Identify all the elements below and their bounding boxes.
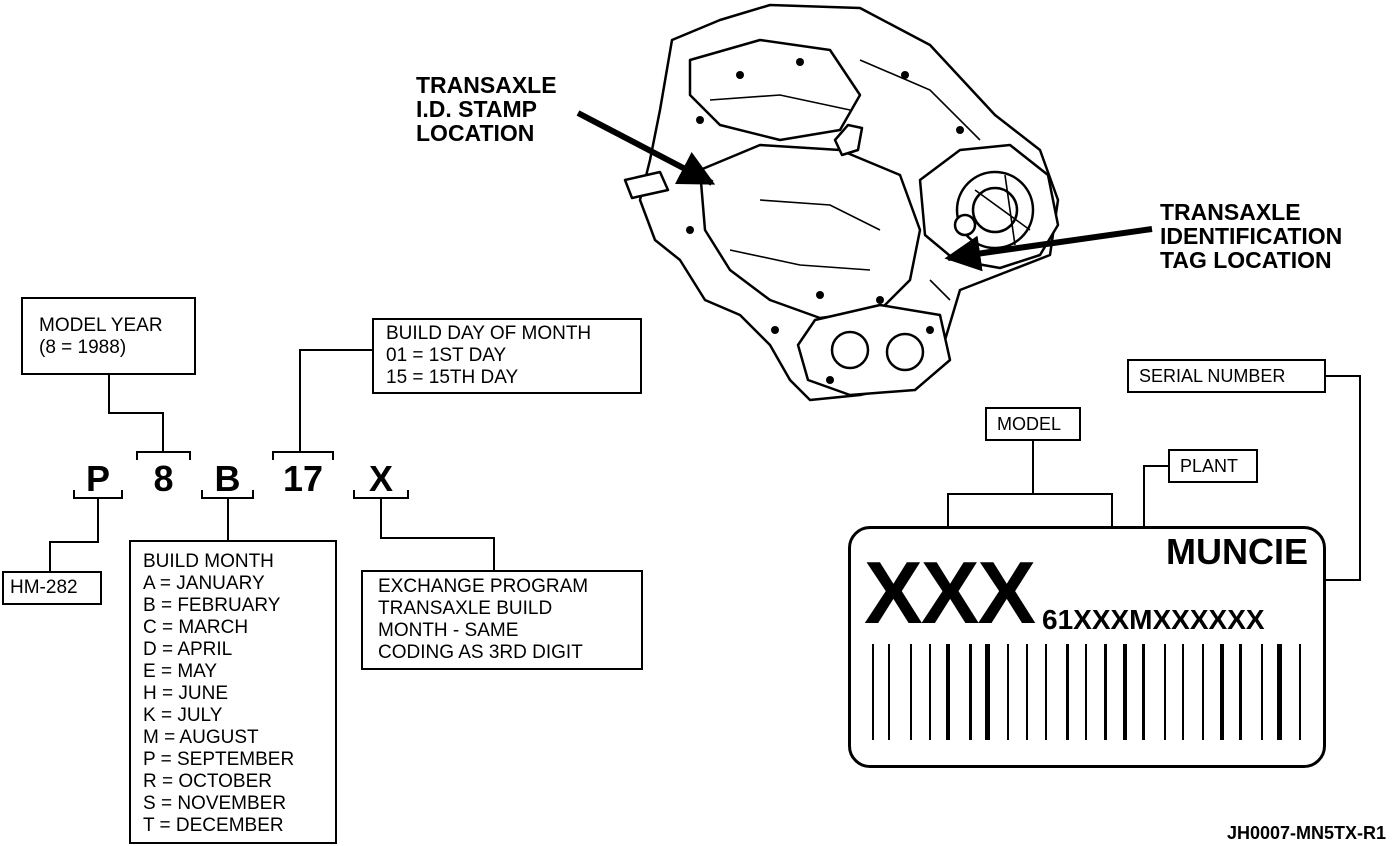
tag-arrow [944,226,1153,272]
barcode-bar [1123,644,1127,740]
tag-serial-code: XXXXXX [1152,604,1265,635]
build-day-line-1: BUILD DAY OF MONTH [386,323,592,344]
tag-serial-line: 61XXXMXXXXXX [1042,604,1265,636]
build-month-line-3: B = FEBRUARY [143,595,281,616]
stamp-location-line-2: I.D. STAMP [416,96,537,122]
build-month-line-4: C = MARCH [143,617,249,638]
model-year-box: MODEL YEAR (8 = 1988) [21,297,196,375]
exchange-line-1: EXCHANGE PROGRAM [378,576,589,597]
exchange-line-2: TRANSAXLE BUILD [378,598,553,619]
hm-282-box: HM-282 [2,571,102,605]
code-digit-17: 17 [282,458,324,499]
barcode-bar [1220,644,1224,740]
barcode-bar [1261,644,1263,740]
model-year-line-2: (8 = 1988) [39,337,127,358]
exchange-line-3: MONTH - SAME [378,620,519,641]
build-month-line-11: R = OCTOBER [143,771,272,792]
build-day-line-2: 01 = 1ST DAY [386,345,507,366]
exchange-program-box: EXCHANGE PROGRAM TRANSAXLE BUILD MONTH -… [361,570,643,670]
build-month-line-7: H = JUNE [143,683,228,704]
code-digit-8: 8 [153,458,174,499]
model-year-line-1: MODEL YEAR [39,315,163,336]
tag-model-code: XXX [864,543,1036,642]
tag-plant-name: MUNCIE [1166,531,1308,572]
barcode-bar [872,644,874,740]
barcode-bar [1182,644,1184,740]
barcode-bar [1277,644,1282,740]
barcode-bar [1239,644,1242,740]
tag-location-line-2: IDENTIFICATION [1160,223,1343,249]
barcode-bar [1299,644,1301,740]
code-digit-p: P [85,458,110,499]
tag-location-label: TRANSAXLE IDENTIFICATION TAG LOCATION [1160,200,1342,272]
barcode-bar [1066,644,1069,740]
model-label: MODEL [985,407,1081,441]
barcode-bar [1045,644,1047,740]
barcode-bar [1085,644,1087,740]
barcode-bar [1104,644,1107,740]
tag-number-prefix: 61XXX [1042,604,1130,635]
tag-location-line-3: TAG LOCATION [1160,247,1332,273]
build-day-box: BUILD DAY OF MONTH 01 = 1ST DAY 15 = 15T… [372,318,642,394]
stamp-arrow [576,110,716,186]
plant-label: PLANT [1168,449,1258,483]
serial-number-label: SERIAL NUMBER [1127,359,1326,393]
build-month-box: BUILD MONTH A = JANUARY B = FEBRUARY C =… [129,540,337,844]
stamp-location-line-3: LOCATION [416,120,535,146]
tag-location-line-1: TRANSAXLE [1160,199,1301,225]
barcode-bar [1202,644,1204,740]
barcode-bar [929,644,931,740]
barcode-bar [1007,644,1009,740]
barcode-bar [1164,644,1166,740]
barcode-bar [985,644,990,740]
build-month-line-12: S = NOVEMBER [143,793,287,814]
barcode-bar [946,644,950,740]
barcode-bar [1142,644,1145,740]
barcode-bar [1026,644,1028,740]
build-month-line-5: D = APRIL [143,639,233,660]
build-month-line-6: E = MAY [143,661,218,682]
build-month-line-13: T = DECEMBER [143,815,284,836]
stamp-location-label: TRANSAXLE I.D. STAMP LOCATION [416,73,557,145]
figure-reference: JH0007-MN5TX-R1 [1226,823,1386,843]
barcode-bar [888,644,890,740]
code-digit-b: B [214,458,241,499]
build-month-line-2: A = JANUARY [143,573,265,594]
barcode-bar [969,644,972,740]
barcode-bar [910,644,912,740]
build-month-line-1: BUILD MONTH [143,551,274,572]
exchange-line-4: CODING AS 3RD DIGIT [378,642,583,663]
tag-number-m: M [1129,604,1153,635]
build-day-line-3: 15 = 15TH DAY [386,367,519,388]
build-month-line-9: M = AUGUST [143,727,259,748]
build-month-line-10: P = SEPTEMBER [143,749,295,770]
build-month-line-8: K = JULY [143,705,223,726]
stamp-location-line-1: TRANSAXLE [416,72,557,98]
code-digit-x: X [368,458,393,499]
